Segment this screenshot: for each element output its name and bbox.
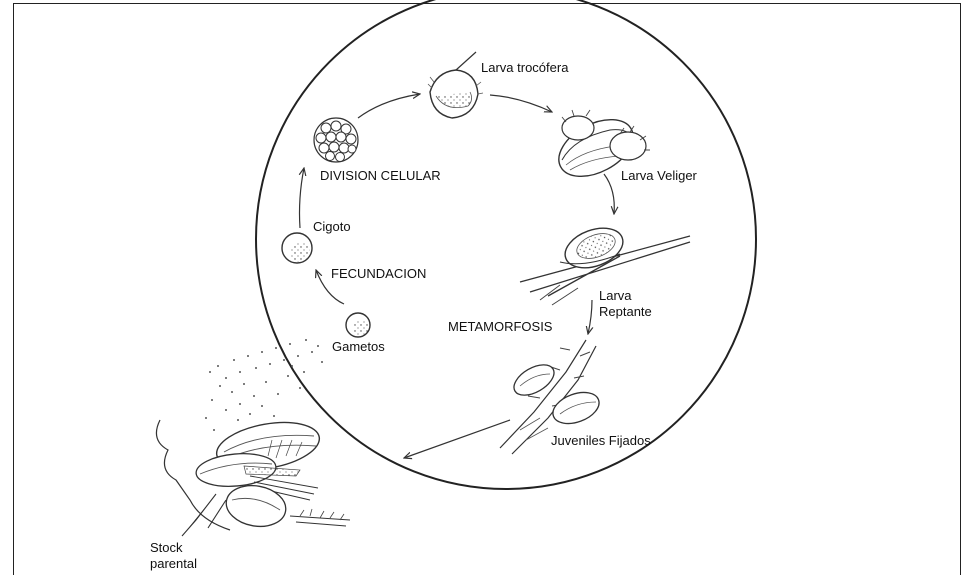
zygote-icon bbox=[282, 233, 312, 263]
parental-stock-icon bbox=[156, 415, 350, 536]
arrow-division-to-trochophore bbox=[358, 94, 420, 118]
arrow-cigoto-to-division bbox=[300, 168, 305, 228]
trochophore-larva-icon bbox=[428, 52, 483, 118]
arrow-to-metamorfosis bbox=[588, 300, 592, 334]
spawn-cloud bbox=[205, 339, 323, 431]
label-larva-veliger: Larva Veliger bbox=[621, 168, 697, 183]
arrow-veliger-to-reptante bbox=[604, 174, 614, 214]
label-larva-reptante-line2: Reptante bbox=[599, 304, 652, 319]
gametes-icon bbox=[346, 313, 370, 337]
label-stock-parental-line2: parental bbox=[150, 556, 197, 571]
label-fecundacion: FECUNDACION bbox=[331, 266, 426, 281]
arrow-juveniles-to-stock bbox=[404, 420, 510, 458]
cell-division-icon bbox=[314, 118, 358, 162]
label-larva-reptante-line1: Larva bbox=[599, 288, 632, 303]
label-metamorfosis: METAMORFOSIS bbox=[448, 319, 552, 334]
label-stock-parental-line1: Stock bbox=[150, 540, 183, 555]
label-juveniles-fijados: Juveniles Fijados bbox=[551, 433, 651, 448]
label-cigoto: Cigoto bbox=[313, 219, 351, 234]
label-gametos: Gametos bbox=[332, 339, 385, 354]
label-division-celular: DIVISION CELULAR bbox=[320, 168, 441, 183]
label-larva-trocofera: Larva trocófera bbox=[481, 60, 568, 75]
arrow-trochophore-to-veliger bbox=[490, 95, 552, 112]
